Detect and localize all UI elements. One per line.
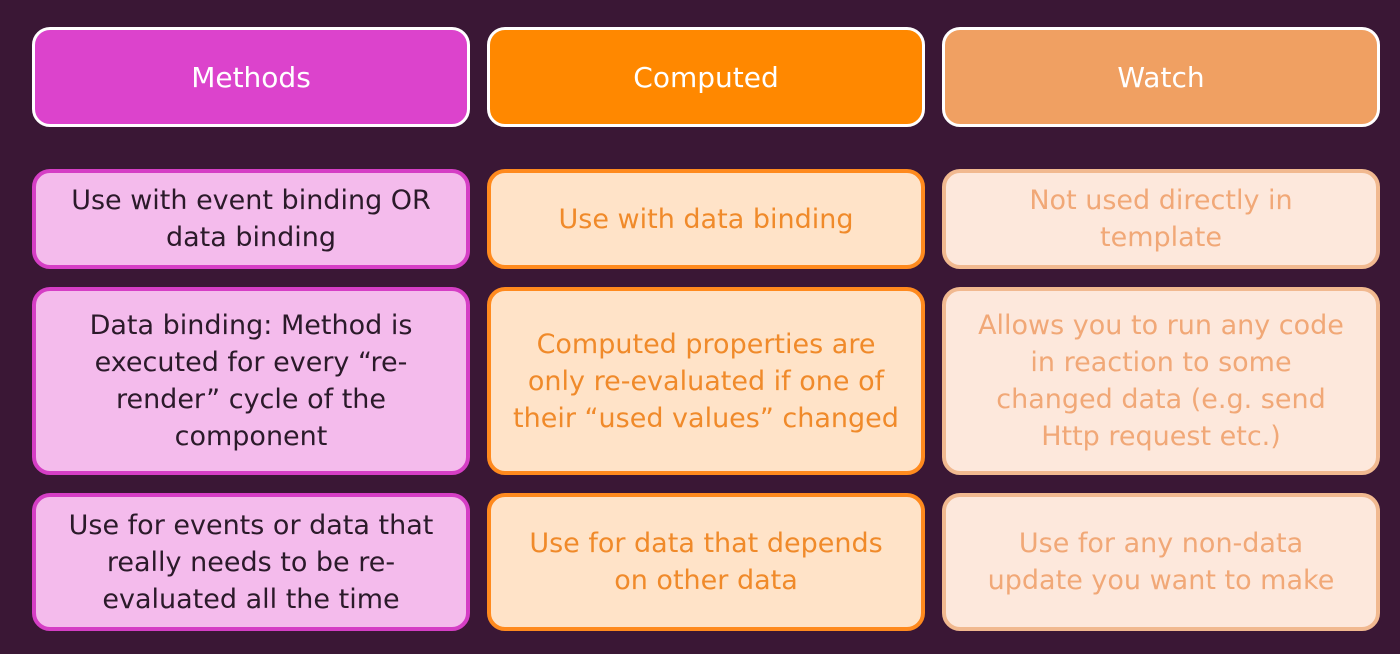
computed-recommendation-cell: Use for data that depends on other data — [487, 493, 925, 631]
methods-behavior-cell: Data binding: Method is executed for eve… — [32, 287, 470, 475]
methods-usage-cell: Use with event binding OR data binding — [32, 169, 470, 269]
computed-behavior-cell: Computed properties are only re-evaluate… — [487, 287, 925, 475]
watch-usage-cell: Not used directly in template — [942, 169, 1380, 269]
watch-behavior-cell: Allows you to run any code in reaction t… — [942, 287, 1380, 475]
computed-header: Computed — [487, 27, 925, 127]
computed-usage-cell: Use with data binding — [487, 169, 925, 269]
methods-header: Methods — [32, 27, 470, 127]
comparison-table: Methods Computed Watch Use with event bi… — [32, 27, 1380, 631]
watch-header: Watch — [942, 27, 1380, 127]
methods-recommendation-cell: Use for events or data that really needs… — [32, 493, 470, 631]
watch-recommendation-cell: Use for any non-data update you want to … — [942, 493, 1380, 631]
